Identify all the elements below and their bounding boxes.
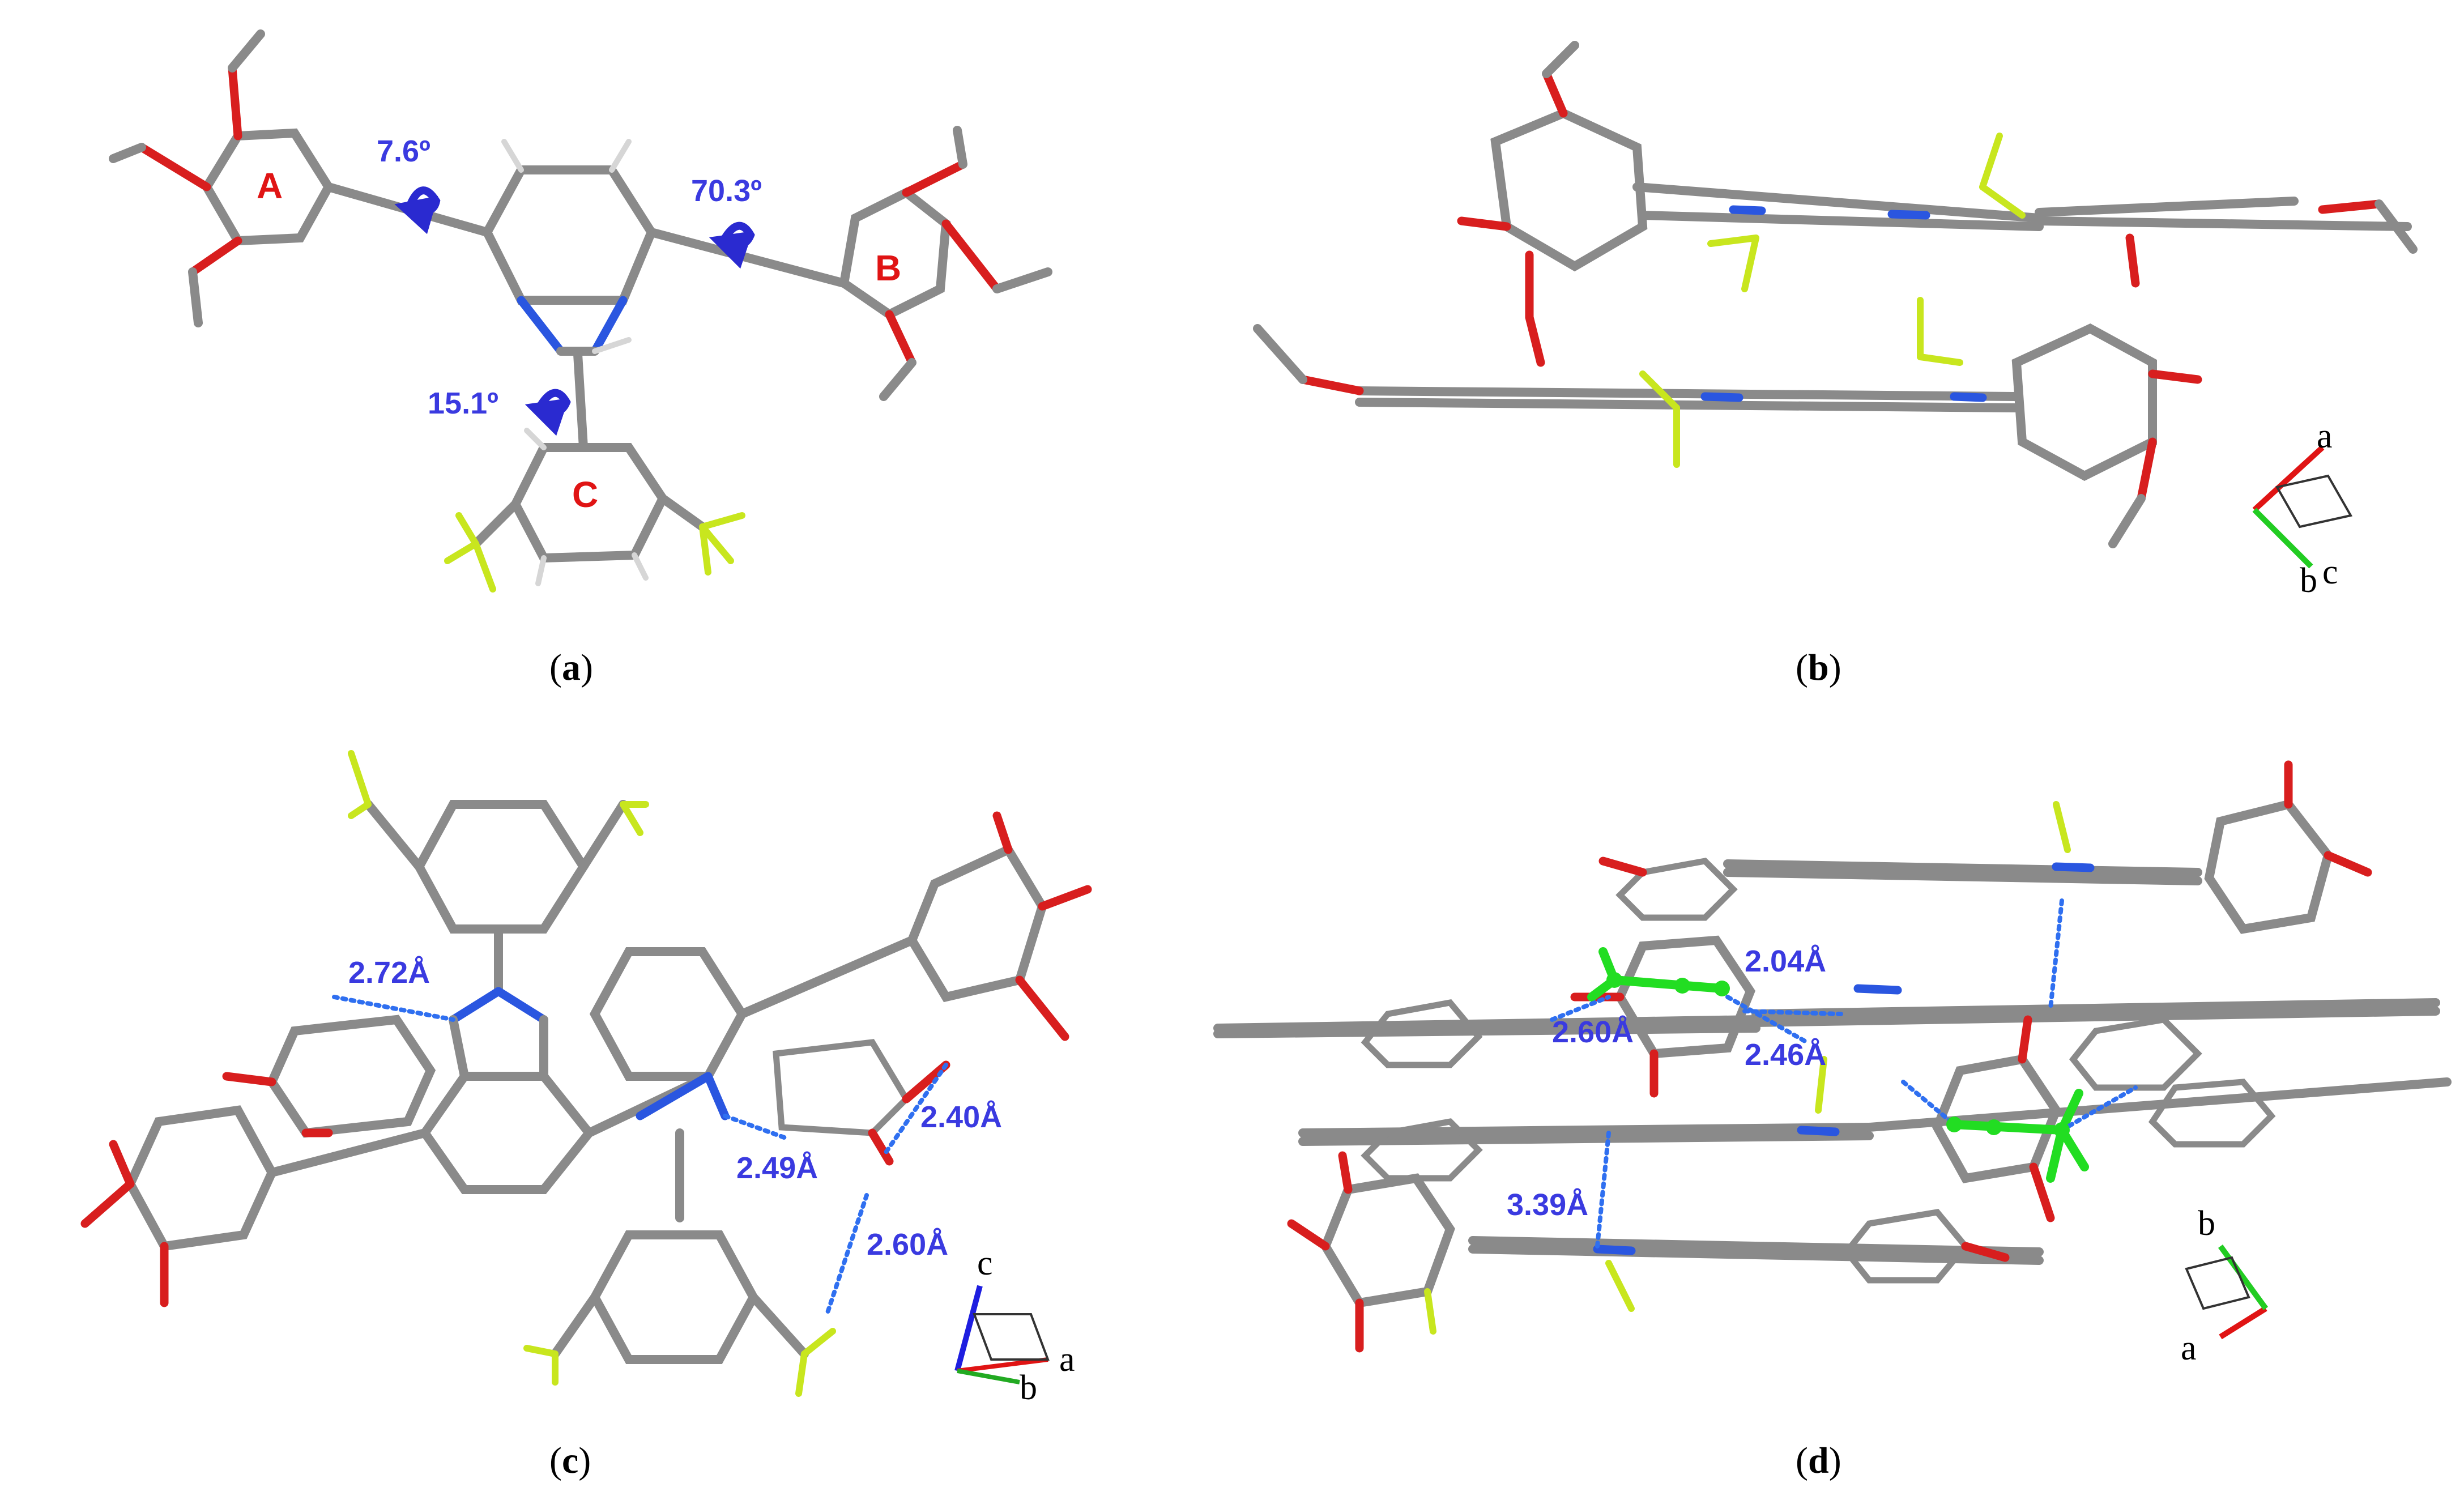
crystal-packing-d (1213, 760, 2452, 1353)
molecule-c-network (80, 750, 1092, 1397)
hbond-line (1595, 1131, 1611, 1248)
hbond-line (332, 995, 455, 1022)
hbond-line (825, 1193, 869, 1316)
axis-triad-b: a b c (2252, 417, 2353, 600)
angle-label: 7.6º (377, 134, 430, 168)
panel-a: A B C 7.6º 70.3º 15.1º (a) (109, 29, 1052, 688)
axis-label-c: c (2322, 553, 2338, 591)
distance-label: 2.04Å (1745, 944, 1826, 978)
angle-label: 15.1º (428, 386, 498, 420)
axis-label-b: b (2198, 1204, 2215, 1243)
highlight-atoms (1606, 972, 2070, 1138)
panel-c: 2.72Å 2.40Å 2.49Å 2.60Å c a b (c) (80, 750, 1092, 1481)
axis-label-a: a (2317, 417, 2333, 455)
axis-label-a: a (1059, 1340, 1075, 1379)
rotation-arrow-icon (525, 389, 571, 436)
angle-label: 70.3º (691, 174, 762, 208)
hbond-line (1742, 1009, 1843, 1016)
panel-caption-d: (d) (1796, 1440, 1841, 1481)
distance-label: 2.49Å (736, 1151, 818, 1185)
distance-label: 2.46Å (1745, 1038, 1826, 1072)
rotation-arrow-icon (394, 186, 441, 235)
hbond-line (1725, 995, 1809, 1045)
axis-label-b: b (1020, 1369, 1037, 1407)
axis-triad-d: b a (2181, 1204, 2269, 1367)
hbond-line (2060, 1085, 2138, 1132)
hbond-line (2048, 898, 2064, 1011)
hbond-line (1901, 1080, 1956, 1127)
axis-label-a: a (2181, 1329, 2197, 1367)
panel-caption-a: (a) (549, 647, 593, 688)
molecule-b-dimer (1253, 41, 2418, 548)
ring-label-b: B (875, 248, 901, 288)
hbond-line (881, 1063, 948, 1158)
rotation-arrow-icon (709, 221, 755, 269)
axis-label-c: c (977, 1244, 993, 1282)
hbond-line (723, 1114, 790, 1141)
ring-label-a: A (257, 165, 283, 206)
panel-caption-b: (b) (1796, 647, 1841, 688)
molecule-a (109, 29, 1052, 593)
distance-label: 2.60Å (867, 1228, 948, 1262)
distance-label: 3.39Å (1507, 1188, 1588, 1222)
distance-label: 2.72Å (348, 956, 430, 990)
distance-label: 2.40Å (920, 1100, 1002, 1134)
ring-label-c: C (572, 474, 598, 515)
distance-label: 2.60Å (1552, 1015, 1634, 1049)
panel-caption-c: (c) (549, 1440, 591, 1481)
axis-triad-c: c a b (954, 1244, 1075, 1407)
panel-d: 2.04Å 2.60Å 2.46Å 3.39Å b a (d) (1213, 760, 2452, 1481)
axis-label-b: b (2300, 561, 2317, 600)
hbond-line (1550, 995, 1611, 1022)
panel-b: a b c (b) (1253, 41, 2418, 688)
